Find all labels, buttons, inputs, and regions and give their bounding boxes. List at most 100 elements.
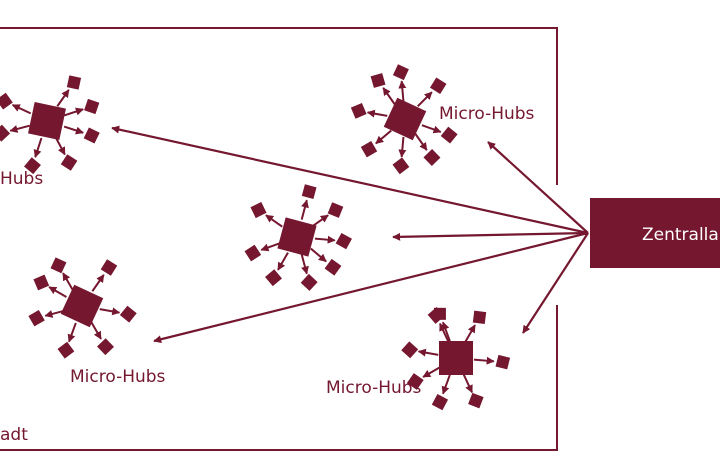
feeder-arrow-top-right xyxy=(487,141,589,234)
hub-top-left-spoke xyxy=(54,136,66,156)
hub-bottom-right-destination xyxy=(406,373,424,390)
hub-top-right-destination xyxy=(370,73,386,88)
feeder-arrows xyxy=(111,125,589,344)
hub-bottom-left-destination xyxy=(119,305,137,323)
hub-center-destination xyxy=(324,258,342,276)
hub-bottom-left-destination xyxy=(50,257,67,274)
hub-bottom-right-destination xyxy=(495,354,511,370)
hub-bottom-left-spoke xyxy=(48,286,67,298)
hub-top-left-destination xyxy=(66,75,82,90)
hub-top-right-destination xyxy=(350,102,367,119)
hub-center-destination xyxy=(244,244,262,262)
hub-top-right-spoke xyxy=(398,80,407,102)
hub-center-center xyxy=(277,217,317,257)
hub-center-spoke xyxy=(265,214,283,228)
hub-bottom-right-destination xyxy=(472,310,487,324)
hub-top-left-destination xyxy=(0,92,13,110)
hub-center-spoke xyxy=(311,214,329,228)
hub-label-bottom-right: Micro-Hubs xyxy=(326,378,422,398)
micro-hubs xyxy=(0,64,511,411)
hub-label-bottom-left: Micro-Hubs xyxy=(70,367,166,387)
city-boundary xyxy=(0,27,558,451)
hub-bottom-right-destination xyxy=(468,392,484,409)
hub-center xyxy=(244,184,352,291)
hub-top-right-spoke xyxy=(366,109,388,118)
hub-top-right-center xyxy=(383,97,427,141)
hub-top-right-spoke xyxy=(417,91,433,107)
hub-bottom-right-spoke xyxy=(417,348,439,357)
hub-center-destination xyxy=(335,232,352,250)
hub-bottom-right-destination xyxy=(427,306,445,324)
hub-bottom-right-destination xyxy=(431,394,449,411)
hub-center-spoke xyxy=(260,242,281,252)
hub-center-spoke xyxy=(300,254,309,275)
hub-top-right-spoke xyxy=(414,133,428,151)
hub-top-right-spoke xyxy=(421,124,442,134)
hub-label-top-right: Micro-Hubs xyxy=(439,104,535,124)
hub-top-right-destination xyxy=(429,77,447,95)
hub-top-left-destination xyxy=(24,157,41,175)
hub-bottom-right-spoke xyxy=(439,322,450,343)
hub-center-destination xyxy=(301,184,317,199)
feeder-arrow-top-left xyxy=(111,125,589,235)
hub-center-spoke xyxy=(277,252,289,271)
hub-top-right-spoke xyxy=(382,87,396,105)
hub-bottom-right-spoke xyxy=(464,324,476,343)
feeder-arrow-bottom-left xyxy=(153,231,589,344)
hub-bottom-left-spoke xyxy=(62,272,74,291)
hub-bottom-left-spoke xyxy=(67,322,77,343)
hub-top-right-spoke xyxy=(398,136,407,158)
hub-center-spoke xyxy=(314,235,336,244)
hub-top-right-destination xyxy=(360,141,378,158)
hub-top-left-destination xyxy=(83,127,100,144)
hub-bottom-left-spoke xyxy=(91,274,105,292)
hub-top-left-destination xyxy=(0,124,11,142)
hub-bottom-right-spoke xyxy=(473,356,495,365)
hub-center-spoke xyxy=(300,199,309,220)
hub-top-right-spoke xyxy=(375,129,392,145)
hub-top-right-destination xyxy=(440,126,458,144)
hub-top-left-spoke xyxy=(33,137,43,158)
feeder-arrow-center xyxy=(392,231,589,241)
hub-bottom-left-destination xyxy=(97,338,114,356)
hub-center-destination xyxy=(327,202,344,218)
hub-bottom-right-spoke xyxy=(422,366,441,378)
hub-top-left xyxy=(0,75,100,175)
hub-bottom-left-destination xyxy=(28,309,45,327)
hub-top-left-destination xyxy=(60,154,78,171)
hub-top-left-center xyxy=(28,102,66,140)
hub-top-left-spoke xyxy=(56,89,70,107)
hub-top-right-destination xyxy=(392,64,409,81)
hub-top-right-destination xyxy=(392,157,410,175)
hub-bottom-left-destination xyxy=(100,259,118,276)
hub-bottom-left-spoke xyxy=(44,309,65,318)
central-warehouse-label: Zentralla xyxy=(642,225,719,245)
hub-bottom-right-spoke xyxy=(441,374,451,395)
hub-top-left-spoke xyxy=(63,107,84,117)
hub-top-left-spoke xyxy=(9,124,30,133)
hub-top-right-destination xyxy=(423,149,441,166)
hub-center-spoke xyxy=(310,247,327,263)
feeder-arrow-bottom-right xyxy=(522,232,589,334)
hub-bottom-right xyxy=(401,306,511,411)
central-warehouse-box xyxy=(590,198,720,268)
hub-label-top-left: Hubs xyxy=(0,169,43,189)
city-label: adt xyxy=(0,425,28,445)
hub-center-destination xyxy=(300,273,318,291)
hub-top-left-spoke xyxy=(63,125,84,135)
hub-bottom-right-center xyxy=(439,341,473,375)
hub-center-destination xyxy=(250,202,267,219)
hub-bottom-right-spoke xyxy=(462,373,473,394)
hub-bottom-left-spoke xyxy=(99,307,121,316)
hub-bottom-left-spoke xyxy=(90,321,102,340)
hub-bottom-right-destination xyxy=(401,341,419,359)
hub-bottom-left xyxy=(28,257,137,359)
hub-top-right xyxy=(350,64,458,175)
hub-bottom-left-destination xyxy=(57,341,75,359)
hub-bottom-left-center xyxy=(60,284,104,328)
hub-top-left-spoke xyxy=(11,104,32,115)
hub-center-destination xyxy=(265,269,282,287)
hub-top-left-destination xyxy=(84,98,100,115)
hub-bottom-left-destination xyxy=(33,274,50,291)
